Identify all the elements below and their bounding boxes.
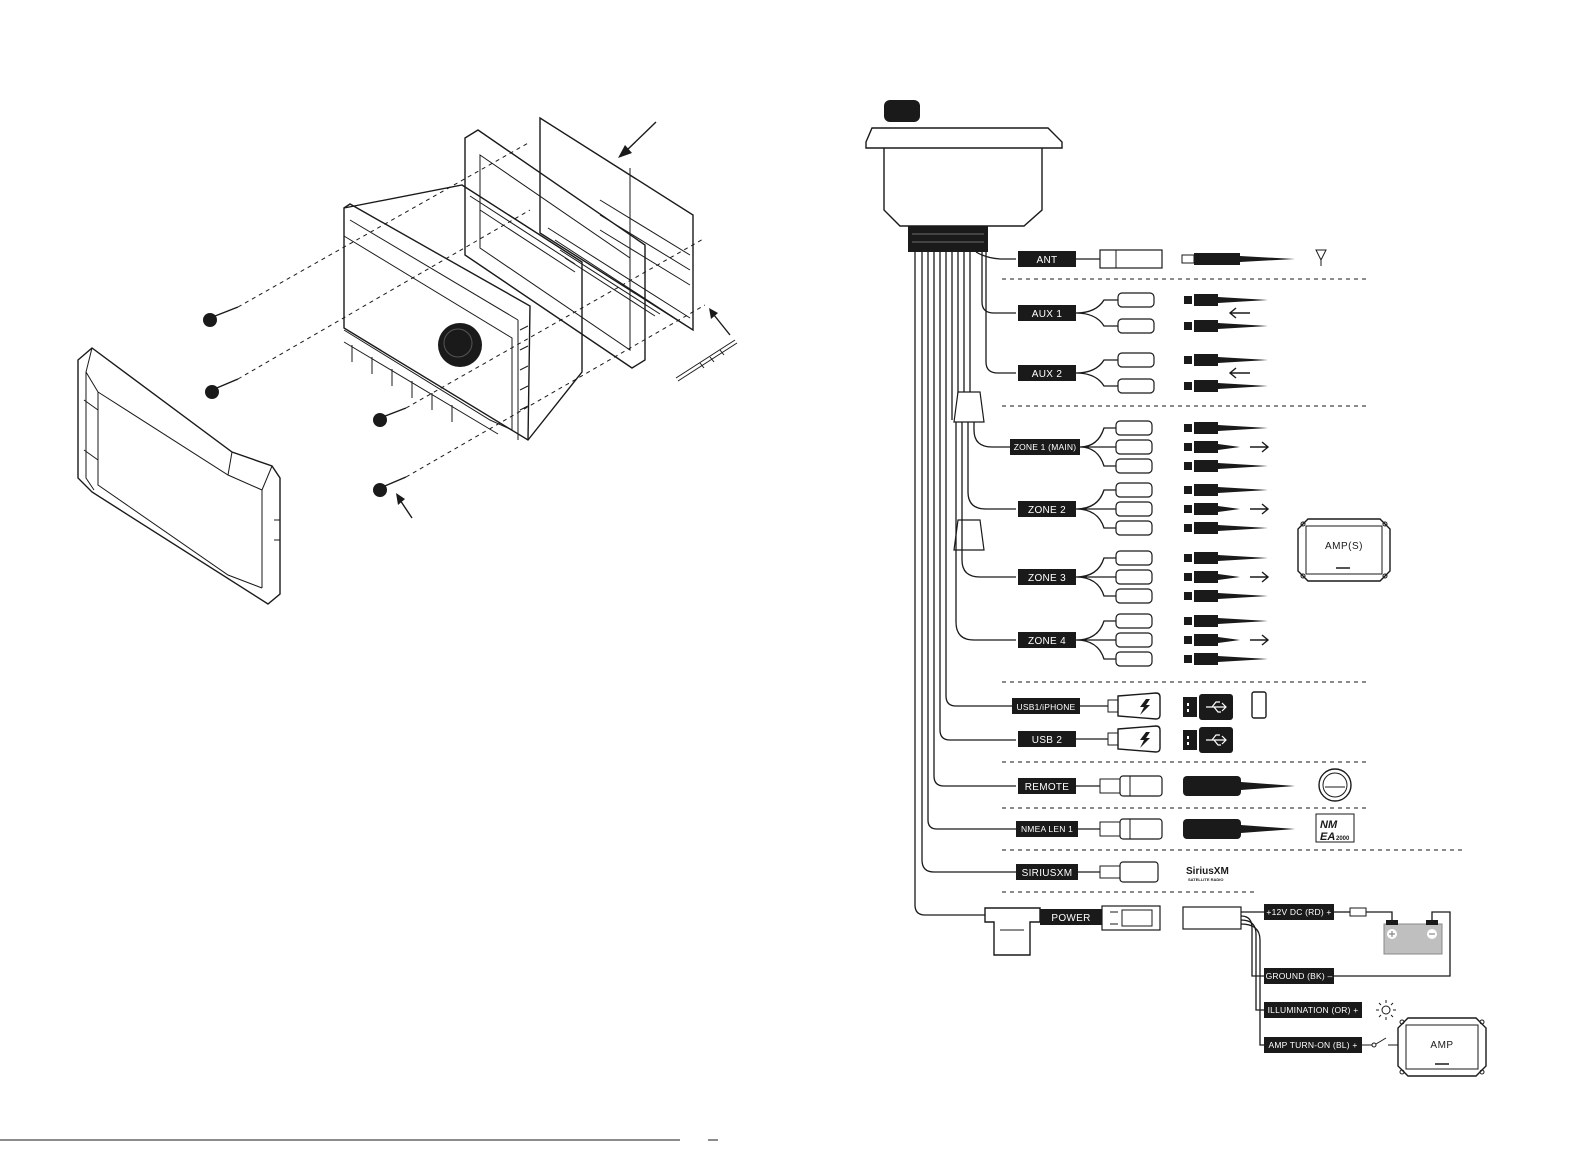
lead-ground: GROUND (BK) – <box>1264 968 1334 984</box>
svg-text:2000: 2000 <box>1336 836 1350 842</box>
siriusxm-connection: SIRIUSXM SiriusXM SATELLITE RADIO <box>1016 862 1229 882</box>
nmea2000-logo: NM EA 2000 <box>1316 814 1354 843</box>
svg-text:SiriusXM: SiriusXM <box>1186 866 1229 877</box>
alignment-lines <box>238 142 705 477</box>
wiring-diagram: ANT AUX 1 AUX 2 <box>866 100 1486 1076</box>
svg-text:EA: EA <box>1320 831 1335 843</box>
screw-2 <box>205 379 238 399</box>
power-label: POWER <box>1051 913 1090 924</box>
lead-amp-turn-on-label: AMP TURN-ON (BL) + <box>1268 1040 1357 1050</box>
output-arrow-icon <box>1250 635 1268 645</box>
input-arrow-icon <box>1230 308 1250 318</box>
arrow-cutout <box>618 122 656 158</box>
phone-icon <box>1252 692 1266 718</box>
aux2-connection: AUX 2 <box>1018 353 1268 393</box>
stereo-unit <box>866 100 1062 252</box>
amp-label: AMP <box>1430 1040 1453 1051</box>
trim-bezel <box>78 348 280 604</box>
output-arrow-icon <box>1250 504 1268 514</box>
fuse-icon <box>1350 908 1366 916</box>
lead-12v: +12V DC (RD) + <box>1264 904 1392 928</box>
nmea-connection: NMEA LEN 1 NM EA 2000 <box>1016 814 1354 843</box>
svg-text:SATELLITE RADIO: SATELLITE RADIO <box>1188 877 1223 882</box>
screw-1 <box>203 307 238 327</box>
aux1-label: AUX 1 <box>1032 309 1063 320</box>
ant-label: ANT <box>1037 255 1058 266</box>
siriusxm-label: SIRIUSXM <box>1022 868 1073 879</box>
power-connection: POWER <box>985 906 1264 1045</box>
battery <box>1334 912 1450 976</box>
lead-ground-label: GROUND (BK) – <box>1266 971 1333 981</box>
wire-harness <box>915 252 1016 915</box>
amps-device: AMP(S) <box>1298 519 1390 581</box>
zone1-connection: ZONE 1 (MAIN) <box>1010 421 1268 473</box>
svg-text:NM: NM <box>1320 819 1338 831</box>
screw-3 <box>373 408 406 427</box>
output-arrow-icon <box>1250 442 1268 452</box>
remote-connection: REMOTE <box>1018 769 1351 801</box>
zone3-label: ZONE 3 <box>1028 573 1066 584</box>
usb2-connection: USB 2 <box>1018 726 1233 753</box>
zone1-label: ZONE 1 (MAIN) <box>1014 442 1077 452</box>
antenna-icon <box>1316 250 1326 266</box>
usb2-label: USB 2 <box>1032 735 1063 746</box>
zone2-connection: ZONE 2 <box>1018 483 1268 535</box>
aux2-label: AUX 2 <box>1032 369 1063 380</box>
nmea-label: NMEA LEN 1 <box>1021 824 1073 834</box>
usb1-label: USB1/iPHONE <box>1017 702 1076 712</box>
switch-icon <box>1362 1038 1398 1047</box>
mounting-illustration <box>0 118 737 1140</box>
remote-label: REMOTE <box>1025 782 1070 793</box>
ant-connection: ANT <box>1018 250 1326 268</box>
amps-label: AMP(S) <box>1325 541 1363 552</box>
head-unit <box>344 185 582 440</box>
arrow-screw <box>396 493 412 518</box>
light-icon <box>1376 1000 1396 1020</box>
aux1-connection: AUX 1 <box>1018 293 1268 333</box>
remote-controller-icon <box>1319 769 1351 801</box>
lead-illumination-label: ILLUMINATION (OR) + <box>1268 1005 1359 1015</box>
zone2-label: ZONE 2 <box>1028 505 1066 516</box>
lead-amp-turn-on: AMP TURN-ON (BL) + <box>1264 1037 1398 1053</box>
usb1-connection: USB1/iPHONE <box>1012 692 1266 720</box>
screw-4 <box>373 477 406 497</box>
siriusxm-logo: SiriusXM SATELLITE RADIO <box>1186 866 1229 882</box>
arrow-drill <box>709 308 730 335</box>
zone4-connection: ZONE 4 <box>1018 614 1268 666</box>
lead-12v-label: +12V DC (RD) + <box>1266 907 1331 917</box>
drill-bit <box>676 340 737 381</box>
zone4-label: ZONE 4 <box>1028 636 1066 647</box>
lightning-icon <box>1140 699 1150 715</box>
amp-device: AMP <box>1398 1018 1486 1076</box>
zone3-connection: ZONE 3 <box>1018 551 1268 603</box>
lightning-icon <box>1140 732 1150 748</box>
output-arrow-icon <box>1250 572 1268 582</box>
input-arrow-icon <box>1230 368 1250 378</box>
lead-illumination: ILLUMINATION (OR) + <box>1264 1000 1396 1020</box>
